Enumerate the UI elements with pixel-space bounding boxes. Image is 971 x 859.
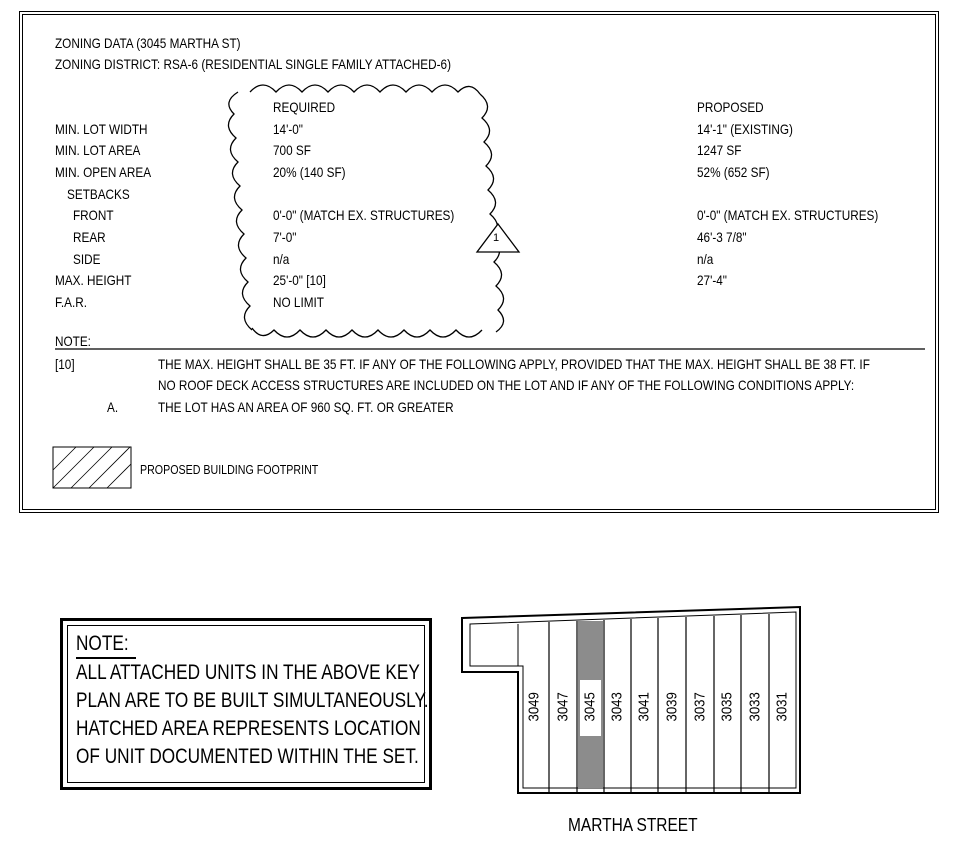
- row-label-max-height: MAX. HEIGHT: [55, 272, 132, 288]
- key-plan-outline: [461, 605, 801, 794]
- revision-tag-number: 1: [493, 232, 500, 244]
- revision-cloud: [227, 84, 505, 338]
- unit-label-3049: 3049: [525, 691, 543, 722]
- row-label-rear: REAR: [73, 229, 106, 245]
- zoning-title: ZONING DATA (3045 MARTHA ST): [55, 35, 241, 51]
- legend-label: PROPOSED BUILDING FOOTPRINT: [140, 462, 319, 477]
- highlighted-unit-label-bg: [580, 680, 601, 736]
- row-required-front: 0'-0" (MATCH EX. STRUCTURES): [273, 207, 455, 223]
- row-proposed-front: 0'-0" (MATCH EX. STRUCTURES): [697, 207, 879, 223]
- note-line-2: NO ROOF DECK ACCESS STRUCTURES ARE INCLU…: [158, 377, 855, 393]
- row-required-open-area: 20% (140 SF): [273, 164, 346, 180]
- row-label-lot-area: MIN. LOT AREA: [55, 142, 141, 158]
- unit-label-3045: 3045: [581, 691, 599, 722]
- row-proposed-max-height: 27'-4": [697, 272, 727, 288]
- row-required-rear: 7'-0": [273, 229, 297, 245]
- unit-dividers: [548, 614, 770, 793]
- row-label-open-area: MIN. OPEN AREA: [55, 164, 152, 180]
- unit-label-3043: 3043: [608, 691, 626, 722]
- row-required-max-height: 25'-0" [10]: [273, 272, 326, 288]
- column-required-heading: REQUIRED: [273, 99, 336, 115]
- unit-label-3035: 3035: [718, 691, 736, 722]
- note-line-1: THE MAX. HEIGHT SHALL BE 35 FT. IF ANY O…: [158, 356, 870, 372]
- unit-label-3031: 3031: [773, 691, 791, 722]
- key-note-line-4: OF UNIT DOCUMENTED WITHIN THE SET.: [76, 745, 419, 768]
- key-note-heading-underline: [76, 657, 136, 659]
- row-proposed-lot-area: 1247 SF: [697, 142, 742, 158]
- row-label-front: FRONT: [73, 207, 114, 223]
- hatch-legend-icon: [52, 446, 132, 489]
- row-label-far: F.A.R.: [55, 294, 88, 310]
- note-item-ref: A.: [107, 399, 119, 415]
- unit-label-3037: 3037: [691, 691, 709, 722]
- key-plan-note-box: [60, 618, 432, 790]
- key-note-line-3: HATCHED AREA REPRESENTS LOCATION: [76, 717, 421, 740]
- row-required-side: n/a: [273, 251, 290, 267]
- key-note-heading: NOTE:: [76, 632, 129, 655]
- note-ref: [10]: [55, 356, 75, 372]
- unit-label-3041: 3041: [635, 691, 653, 722]
- row-proposed-side: n/a: [697, 251, 714, 267]
- unit-label-3033: 3033: [746, 691, 764, 722]
- row-proposed-rear: 46'-3 7/8": [697, 229, 747, 245]
- zoning-data-panel: [19, 11, 939, 513]
- row-label-side: SIDE: [73, 251, 101, 267]
- row-proposed-lot-width: 14'-1" (EXISTING): [697, 121, 793, 137]
- row-required-lot-width: 14'-0": [273, 121, 303, 137]
- row-required-lot-area: 700 SF: [273, 142, 311, 158]
- row-proposed-open-area: 52% (652 SF): [697, 164, 770, 180]
- street-label: MARTHA STREET: [568, 815, 698, 835]
- unit-label-3039: 3039: [663, 691, 681, 722]
- note-item-text: THE LOT HAS AN AREA OF 960 SQ. FT. OR GR…: [158, 399, 454, 415]
- key-note-line-1: ALL ATTACHED UNITS IN THE ABOVE KEY: [76, 661, 420, 684]
- row-label-lot-width: MIN. LOT WIDTH: [55, 121, 148, 137]
- row-required-far: NO LIMIT: [273, 294, 324, 310]
- unit-label-3047: 3047: [554, 691, 572, 722]
- revision-triangle-icon: [475, 222, 521, 253]
- zoning-district: ZONING DISTRICT: RSA-6 (RESIDENTIAL SING…: [55, 56, 451, 72]
- key-note-line-2: PLAN ARE TO BE BUILT SIMULTANEOUSLY.: [76, 689, 429, 712]
- note-heading: NOTE:: [55, 333, 91, 349]
- column-proposed-heading: PROPOSED: [697, 99, 764, 115]
- row-label-setbacks: SETBACKS: [67, 186, 130, 202]
